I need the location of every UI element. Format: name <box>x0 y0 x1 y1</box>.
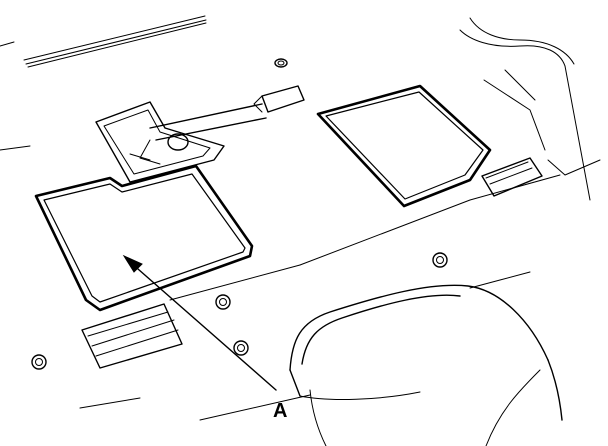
floor-panel-edges <box>0 145 601 421</box>
clip-2 <box>233 340 249 356</box>
callout-a-leader <box>122 254 277 391</box>
callout-label-a: A <box>273 400 287 422</box>
clip-4 <box>432 252 448 268</box>
side-panel-outline <box>459 17 591 201</box>
latch-handle-assembly <box>95 85 305 183</box>
rear-trim-edge <box>0 15 207 68</box>
right-cover-gasket <box>316 84 492 208</box>
left-cover-gasket <box>34 164 254 312</box>
top-bolt <box>274 58 288 68</box>
clip-1 <box>215 294 231 310</box>
tire-well-bulge <box>289 271 563 446</box>
right-vent-grille <box>481 157 543 197</box>
clip-fasteners <box>31 252 448 370</box>
clip-3 <box>31 354 47 370</box>
left-vent-grille <box>81 303 183 369</box>
